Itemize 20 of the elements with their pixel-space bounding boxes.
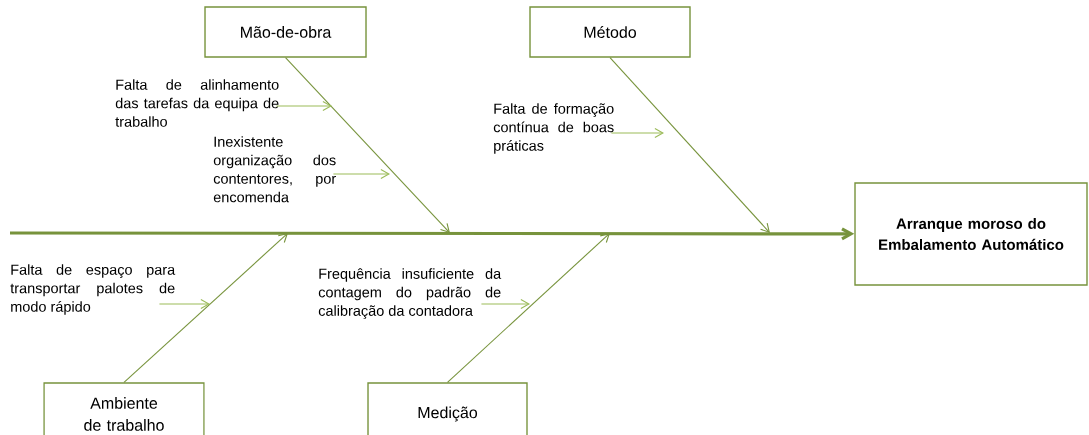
bone-arrow <box>609 57 770 233</box>
cause-text: Frequência insuficiente da contagem do padrão de calibração da contadora <box>318 268 502 319</box>
bone-arrow <box>446 233 610 383</box>
cause-arrow <box>332 168 390 180</box>
category-box: Método <box>529 6 691 58</box>
cause-arrow <box>480 298 530 310</box>
cause-text: Falta de alinhamento das tarefas da equipa de trabalho <box>115 79 279 127</box>
cause-text: Falta de formação contínua de boas práticas <box>493 103 614 154</box>
spine-arrow <box>10 227 855 241</box>
effect-box: Arranque moroso do Embalamento Automático <box>854 182 1088 286</box>
cause-arrow <box>275 100 332 112</box>
bone-arrow <box>123 233 288 383</box>
cause-text: Falta de espaço para transportar palotes de modo rápido <box>10 264 176 315</box>
category-box: Mão-de-obra <box>204 6 367 58</box>
cause-arrow <box>158 298 210 310</box>
cause-arrow <box>610 127 664 139</box>
category-box: Ambiente de trabalho <box>43 382 205 435</box>
category-box: Medição <box>367 382 528 435</box>
bone-arrow <box>284 57 450 233</box>
cause-text: Inexistente organização dos contentores, por encomenda <box>213 136 336 203</box>
